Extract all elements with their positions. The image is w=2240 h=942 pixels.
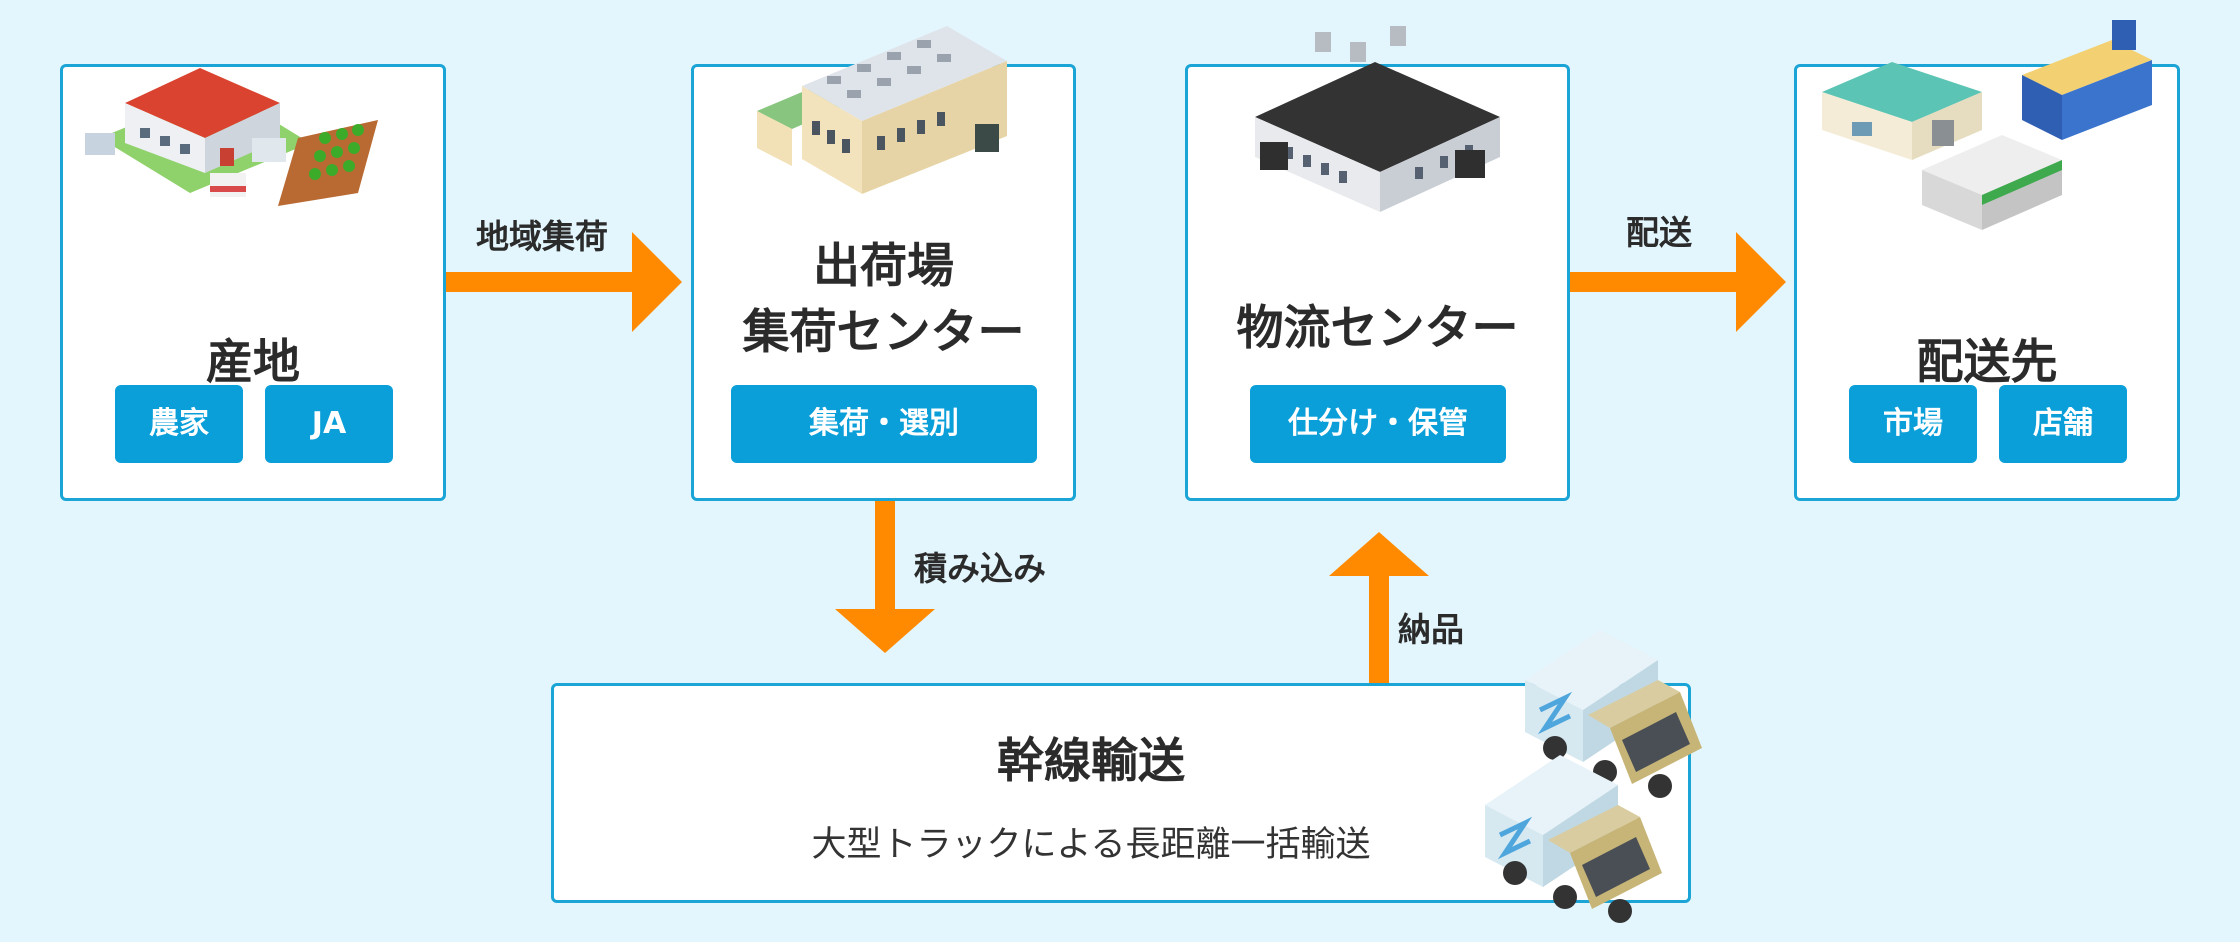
shipping-center-card: 出荷場 集荷センター 集荷・選別 bbox=[691, 64, 1076, 501]
warehouse-icon bbox=[1255, 26, 1500, 212]
factory-icon bbox=[757, 26, 1007, 194]
shipping-center-title-line1: 出荷場 bbox=[813, 239, 954, 294]
arrow-down-icon bbox=[835, 501, 935, 653]
arrow-right-icon bbox=[1570, 232, 1786, 332]
logistics-center-title: 物流センター bbox=[1236, 301, 1519, 356]
trunk-transport-subtitle: 大型トラックによる長距離一括輸送 bbox=[811, 825, 1371, 865]
tag-sorting-storage: 仕分け・保管 bbox=[1250, 385, 1506, 463]
farm-icon bbox=[85, 68, 378, 206]
tag-farmer: 農家 bbox=[115, 385, 243, 463]
edge-label-delivery-in: 納品 bbox=[1398, 610, 1464, 649]
tag-store: 店舗 bbox=[1999, 385, 2127, 463]
truck-icon bbox=[1485, 630, 1702, 923]
tag-market: 市場 bbox=[1849, 385, 1977, 463]
destination-card: 配送先 市場 店舗 bbox=[1794, 64, 2180, 501]
edge-label-delivery: 配送 bbox=[1626, 213, 1692, 252]
shipping-center-title-line2: 集荷センター bbox=[742, 305, 1025, 360]
edge-label-regional-collection: 地域集荷 bbox=[476, 217, 608, 256]
arrow-right-icon bbox=[446, 232, 682, 332]
arrow-up-icon bbox=[1329, 532, 1429, 684]
tag-ja: JA bbox=[265, 385, 393, 463]
destination-title: 配送先 bbox=[1916, 335, 2058, 390]
edge-label-loading: 積み込み bbox=[914, 549, 1046, 588]
trunk-transport-title: 幹線輸送 bbox=[997, 734, 1185, 789]
trunk-transport-card: 幹線輸送 大型トラックによる長距離一括輸送 bbox=[551, 683, 1691, 903]
origin-title: 産地 bbox=[206, 335, 300, 390]
tag-collection-sorting: 集荷・選別 bbox=[731, 385, 1037, 463]
stores-icon bbox=[1822, 20, 2152, 230]
